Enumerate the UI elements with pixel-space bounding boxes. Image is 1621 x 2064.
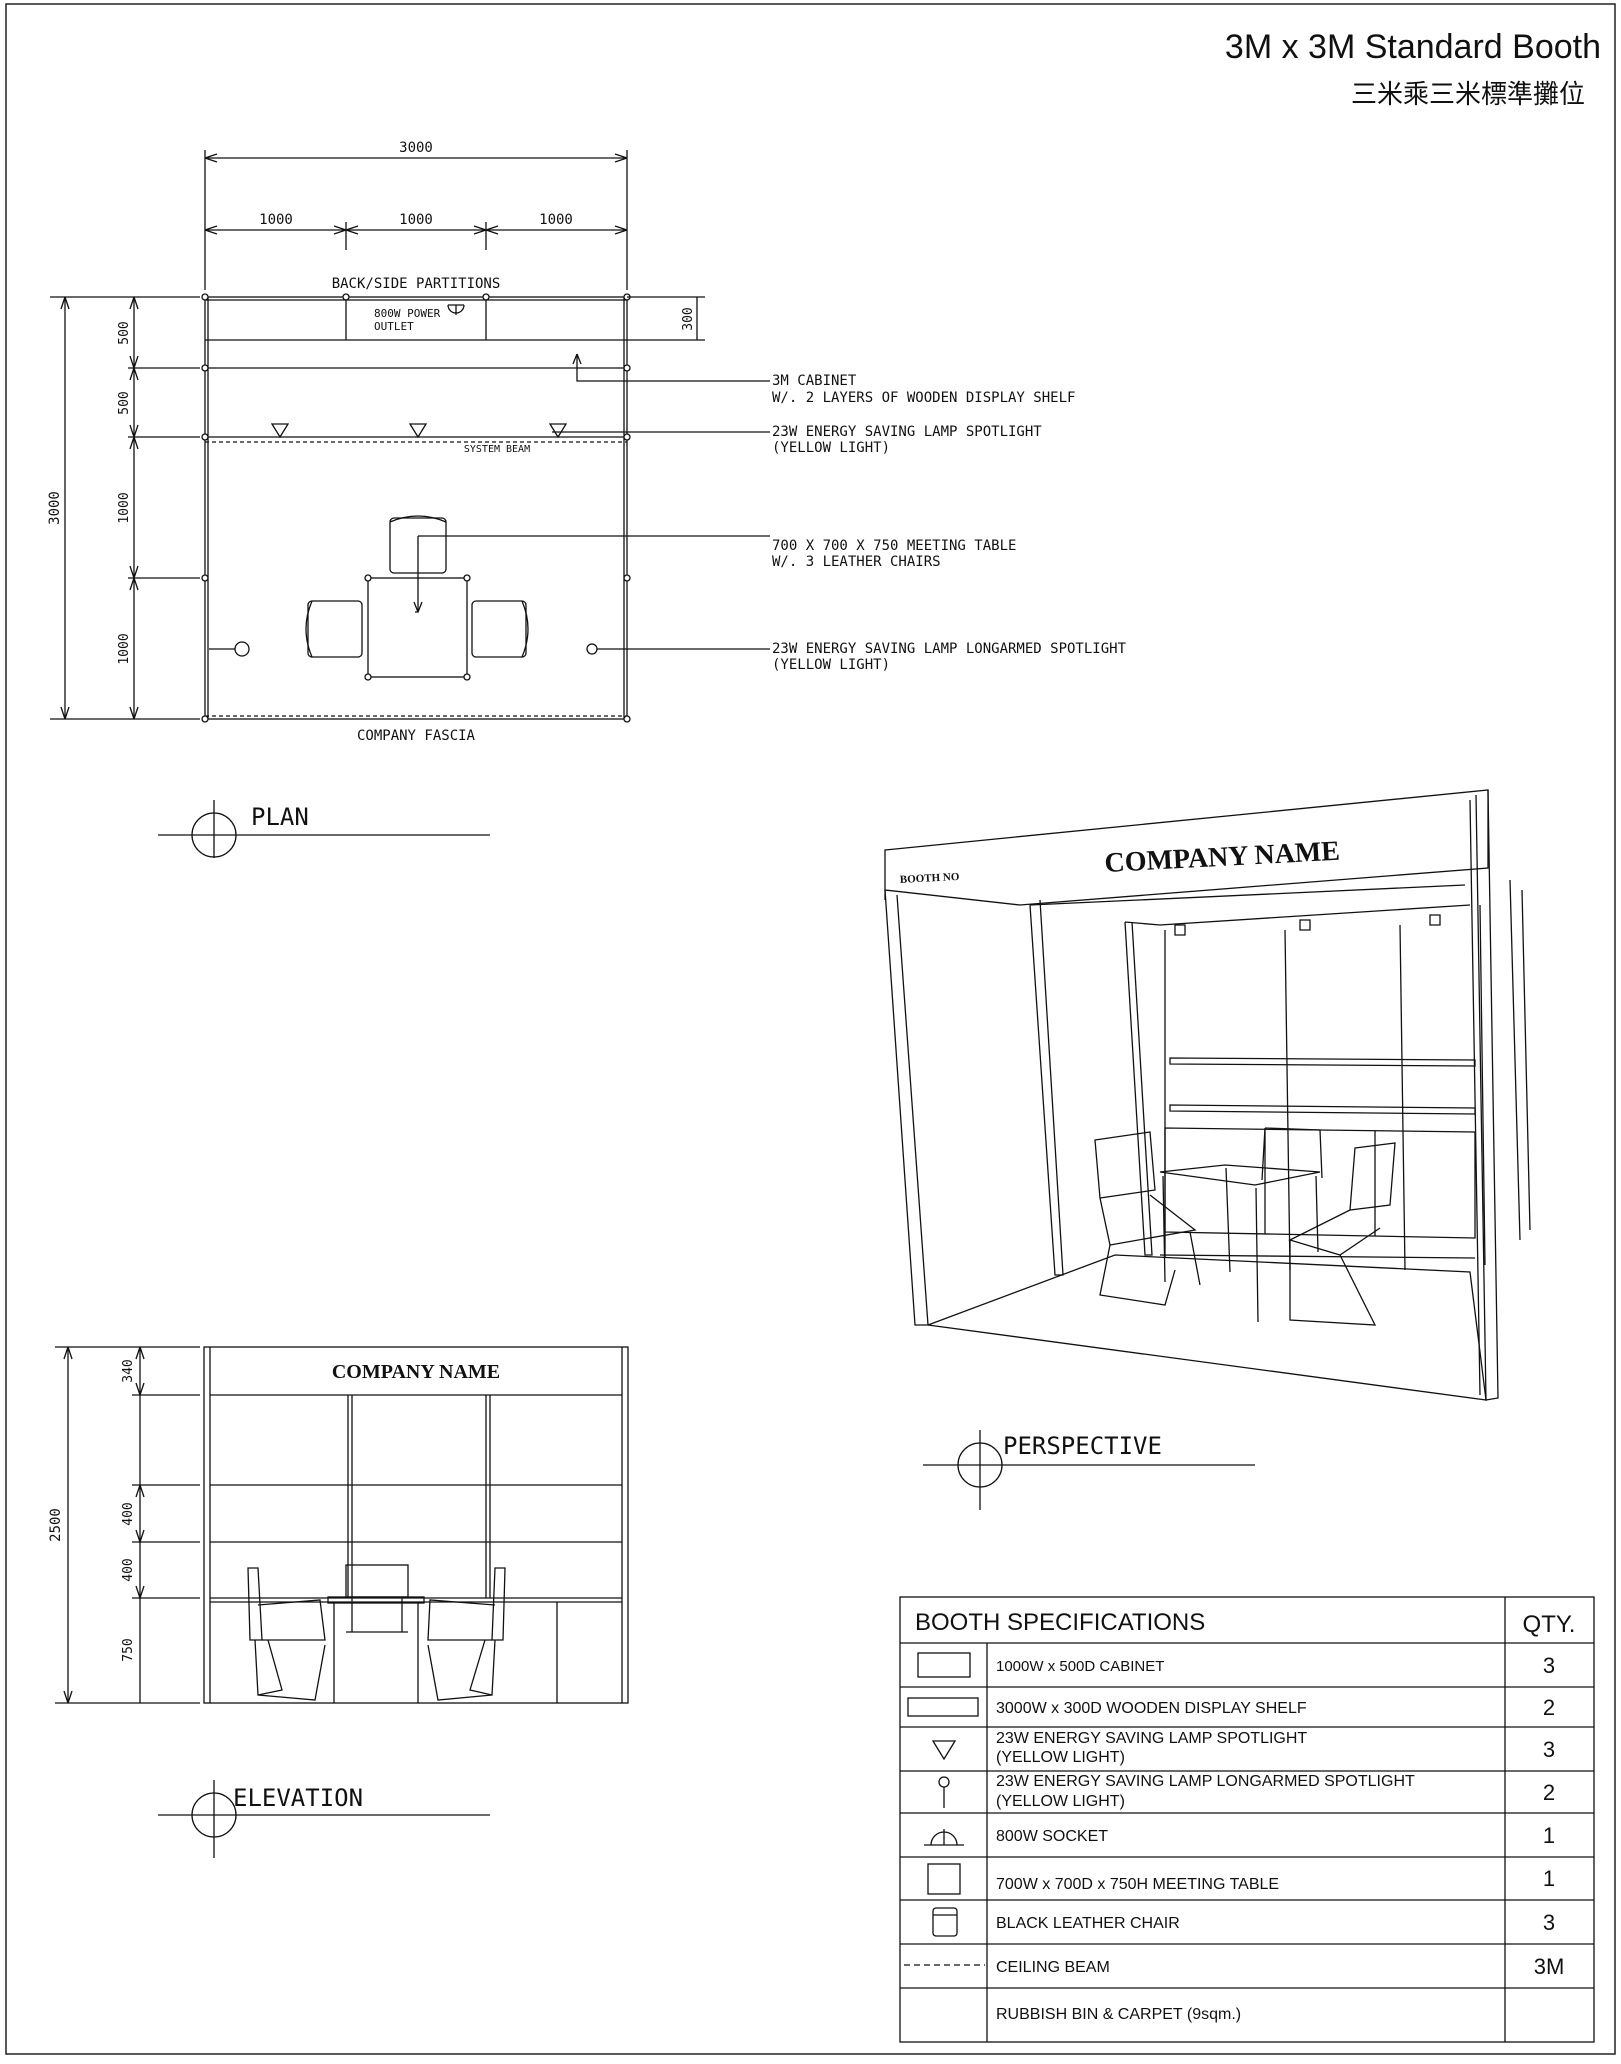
plan-dim-300: 300 [681, 307, 696, 330]
perspective-view-label [923, 1430, 1255, 1510]
plan-view-label [158, 800, 490, 858]
plan-dim-overall-depth: 3000 [47, 491, 63, 525]
spec-row-0-qty: 3 [1543, 1653, 1555, 1678]
spec-row-0-desc: 1000W x 500D CABINET [996, 1658, 1164, 1675]
plan-label-fascia: COMPANY FASCIA [357, 728, 476, 744]
elevation-view [55, 1346, 629, 1704]
plan-dim-overall-width: 3000 [399, 140, 433, 156]
spec-row-8-desc: RUBBISH BIN & CARPET (9sqm.) [996, 2006, 1241, 2023]
spec-row-6-desc: BLACK LEATHER CHAIR [996, 1915, 1180, 1932]
spec-qty-header: QTY. [1523, 1611, 1576, 1638]
callout-spot-1: 23W ENERGY SAVING LAMP SPOTLIGHT [772, 424, 1042, 440]
callout-cabinet-1: 3M CABINET [772, 373, 857, 389]
socket-icon [924, 1829, 964, 1846]
plan-label-partitions: BACK/SIDE PARTITIONS [332, 276, 501, 292]
plan-view-title: PLAN [251, 803, 309, 831]
shelf-icon [907, 1697, 979, 1717]
perspective-view-title: PERSPECTIVE [1003, 1432, 1162, 1460]
plan-view [50, 150, 770, 723]
plan-label-system-beam: SYSTEM BEAM [464, 444, 530, 455]
plan-dim-seg2: 1000 [399, 212, 433, 228]
cabinet-icon [917, 1652, 971, 1678]
elevation-view-label [158, 1780, 490, 1858]
plan-dim-d4: 1000 [117, 633, 132, 664]
plan-dim-d3: 1000 [117, 492, 132, 523]
spec-row-1-qty: 2 [1543, 1695, 1555, 1720]
callout-table-1: 700 X 700 X 750 MEETING TABLE [772, 538, 1016, 554]
spec-row-5-qty: 1 [1543, 1866, 1555, 1891]
elev-dim-overall: 2500 [48, 1508, 64, 1542]
table-square-icon [927, 1863, 961, 1895]
title-chinese: 三米乘三米標準攤位 [1351, 80, 1585, 110]
plan-label-power-1: 800W POWER [374, 307, 441, 320]
spec-row-2-desc: 23W ENERGY SAVING LAMP SPOTLIGHT [996, 1730, 1307, 1747]
callout-table-2: W/. 3 LEATHER CHAIRS [772, 554, 941, 570]
longarm-spotlight-icon [938, 1776, 950, 1808]
spec-row-1-desc: 3000W x 300D WOODEN DISPLAY SHELF [996, 1700, 1307, 1717]
elevation-company-name: COMPANY NAME [332, 1361, 500, 1383]
plan-dim-seg3: 1000 [539, 212, 573, 228]
spec-row-7-desc: CEILING BEAM [996, 1959, 1110, 1976]
callout-long-2: (YELLOW LIGHT) [772, 657, 890, 673]
spec-row-3-desc2: (YELLOW LIGHT) [996, 1793, 1125, 1810]
plan-dim-seg1: 1000 [259, 212, 293, 228]
title-main: 3M x 3M Standard Booth [1225, 28, 1601, 66]
elev-dim-h3: 400 [121, 1558, 136, 1581]
spec-row-6-qty: 3 [1543, 1910, 1555, 1935]
elev-dim-h4: 750 [121, 1638, 136, 1661]
spotlight-triangle-icon [931, 1740, 957, 1761]
plan-label-power-2: OUTLET [374, 320, 414, 333]
sheet-border [5, 3, 1616, 2055]
plan-dim-d2: 500 [117, 391, 132, 414]
spec-row-2-qty: 3 [1543, 1737, 1555, 1762]
spec-row-2-desc2: (YELLOW LIGHT) [996, 1749, 1125, 1766]
chair-icon [932, 1907, 958, 1937]
perspective-view [884, 789, 1531, 1401]
spec-row-4-desc: 800W SOCKET [996, 1828, 1108, 1845]
spec-row-3-desc: 23W ENERGY SAVING LAMP LONGARMED SPOTLIG… [996, 1773, 1415, 1790]
spec-row-7-qty: 3M [1534, 1954, 1565, 1979]
spec-header: BOOTH SPECIFICATIONS [915, 1609, 1205, 1636]
spec-row-5-desc: 700W x 700D x 750H MEETING TABLE [996, 1876, 1279, 1893]
spec-row-4-qty: 1 [1543, 1823, 1555, 1848]
plan-dimension-texts: 3000 1000 1000 1000 300 3000 500 500 100… [47, 140, 1127, 744]
callout-long-1: 23W ENERGY SAVING LAMP LONGARMED SPOTLIG… [772, 641, 1127, 657]
elev-dim-h1: 340 [121, 1359, 136, 1382]
perspective-company-name: COMPANY NAME [1104, 836, 1341, 879]
plan-dim-d1: 500 [117, 321, 132, 344]
spec-table [899, 1596, 1595, 2043]
spec-row-3-qty: 2 [1543, 1780, 1555, 1805]
perspective-booth-no: BOOTH NO [900, 871, 961, 886]
callout-spot-2: (YELLOW LIGHT) [772, 440, 890, 456]
elev-dim-h2: 400 [121, 1502, 136, 1525]
callout-cabinet-2: W/. 2 LAYERS OF WOODEN DISPLAY SHELF [772, 390, 1075, 406]
elevation-view-title: ELEVATION [233, 1784, 363, 1812]
